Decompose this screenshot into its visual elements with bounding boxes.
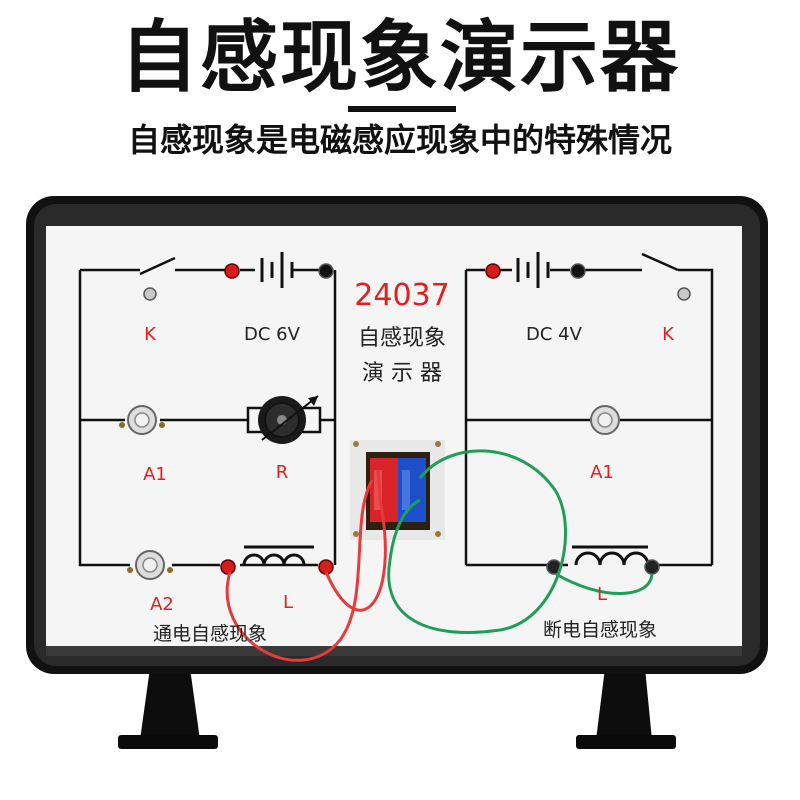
board-name-line1: 自感现象: [358, 326, 446, 351]
left-battery-red-terminal[interactable]: [224, 263, 240, 279]
right-battery-symbol: [516, 252, 550, 288]
right-battery-black-terminal[interactable]: [570, 263, 586, 279]
board-name-line2: 演 示 器: [362, 361, 442, 386]
left-switch-post[interactable]: [143, 287, 157, 301]
red-jumper-wire: [225, 469, 387, 662]
right-switch-label: K: [662, 324, 675, 345]
left-lamp-a1-label: A1: [143, 464, 167, 485]
left-lamp-a2[interactable]: [127, 550, 173, 580]
right-lamp-a1[interactable]: [590, 405, 620, 435]
title-underline: [348, 106, 456, 112]
green-jumper-wire: [387, 449, 654, 634]
left-coil-red-terminal-2[interactable]: [318, 559, 334, 575]
right-battery-label: DC 4V: [526, 324, 583, 345]
center-iron-core: [350, 440, 445, 540]
right-coil-label: L: [597, 584, 607, 605]
right-battery-red-terminal[interactable]: [485, 263, 501, 279]
left-switch-label: K: [144, 324, 157, 345]
left-battery-label: DC 6V: [244, 324, 301, 345]
left-battery-black-terminal[interactable]: [318, 263, 334, 279]
left-coil-red-terminal-1[interactable]: [220, 559, 236, 575]
left-lamp-a1[interactable]: [119, 405, 165, 435]
model-number: 24037: [354, 278, 449, 313]
stand-right: [576, 668, 676, 749]
left-coil-label: L: [283, 592, 293, 613]
right-coil-terminal-2[interactable]: [644, 559, 660, 575]
left-circuit-caption: 通电自感现象: [153, 623, 267, 645]
right-inductor-coil: [572, 545, 650, 566]
board-panel: [46, 226, 742, 646]
stand-left: [118, 668, 218, 749]
right-circuit-caption: 断电自感现象: [543, 619, 657, 641]
right-switch-post[interactable]: [677, 287, 691, 301]
headline-title: 自感现象演示器: [119, 13, 680, 103]
headline-subtitle: 自感现象是电磁感应现象中的特殊情况: [127, 121, 672, 159]
left-battery-symbol: [260, 252, 294, 288]
right-lamp-a1-label: A1: [590, 462, 614, 483]
left-lamp-a2-label: A2: [150, 594, 174, 615]
left-inductor-coil: [242, 545, 314, 566]
rheostat-knob[interactable]: [246, 395, 322, 444]
rheostat-label: R: [276, 462, 289, 483]
